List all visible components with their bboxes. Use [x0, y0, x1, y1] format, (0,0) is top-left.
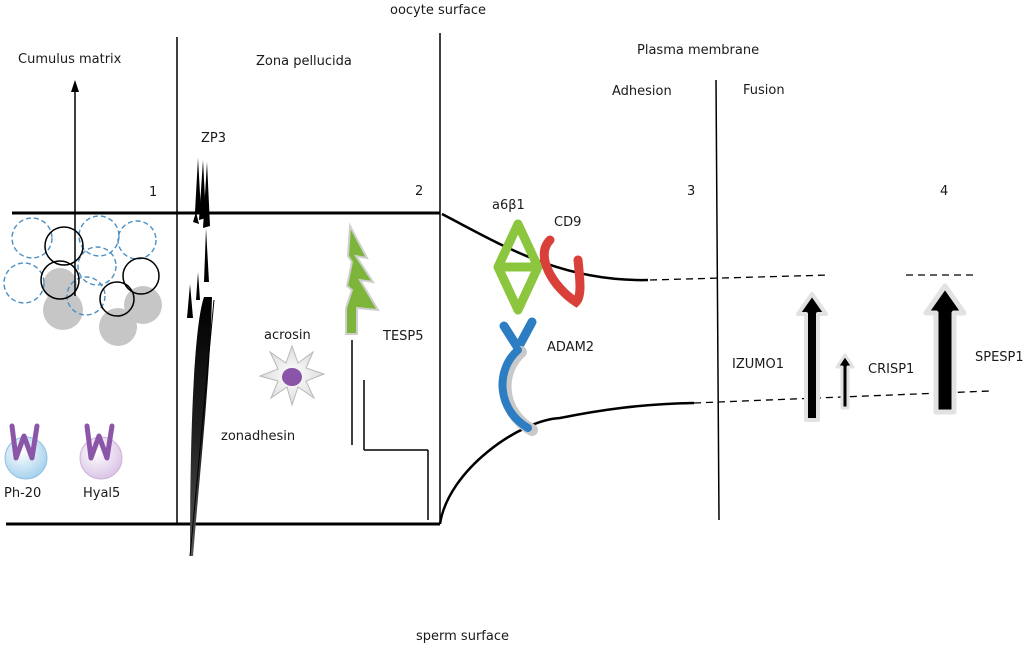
- stage-number-1: 1: [149, 185, 158, 200]
- stage-number-4: 4: [940, 184, 949, 199]
- ph20-label: Ph-20: [4, 486, 42, 501]
- ph20-enzyme-icon: [4, 423, 48, 480]
- sperm-plasma-membrane: [438, 390, 991, 525]
- a6b1-label: a6β1: [492, 198, 525, 213]
- adam2-protein-icon: [498, 317, 538, 436]
- izumo1-label: IZUMO1: [732, 357, 784, 372]
- stage-number-3: 3: [687, 184, 696, 199]
- crisp1-label: CRISP1: [868, 362, 915, 377]
- plasma-membrane-label: Plasma membrane: [637, 43, 760, 58]
- sperm-surface-label: sperm surface: [416, 629, 509, 644]
- acrosin-label: acrosin: [264, 328, 311, 343]
- hyal5-enzyme-icon: [79, 423, 123, 480]
- cumulus-matrix-label: Cumulus matrix: [18, 52, 122, 67]
- oocyte-surface-label: oocyte surface: [390, 3, 487, 18]
- integrin-a6b1-icon: [493, 219, 543, 315]
- fusion-label: Fusion: [743, 83, 785, 98]
- adam2-label: ADAM2: [547, 340, 595, 355]
- acrosin-star-icon: [258, 344, 326, 407]
- adhesion-fusion-divider: [715, 79, 720, 521]
- izumo1-arrow-icon: [796, 292, 828, 422]
- zona-pellucida-label: Zona pellucida: [256, 54, 352, 69]
- adhesion-label: Adhesion: [612, 84, 672, 99]
- crisp1-arrow-icon: [835, 353, 855, 410]
- hyal5-label: Hyal5: [83, 486, 121, 501]
- zonadhesin-label: zonadhesin: [221, 429, 296, 444]
- zonadhesin-wedge: [189, 297, 215, 557]
- cumulus-cells: [3, 215, 162, 346]
- tesp5-tree-icon: [345, 222, 429, 520]
- spesp1-arrow-icon: [923, 283, 967, 415]
- cumulus-upward-arrow: [71, 80, 79, 296]
- spesp1-label: SPESP1: [975, 350, 1024, 365]
- zp3-filaments: [187, 158, 210, 318]
- cd9-protein-icon: [539, 235, 585, 308]
- zp3-label: ZP3: [201, 131, 227, 146]
- stage-number-2: 2: [415, 184, 424, 199]
- tesp5-label: TESP5: [383, 329, 424, 344]
- cd9-label: CD9: [554, 215, 582, 230]
